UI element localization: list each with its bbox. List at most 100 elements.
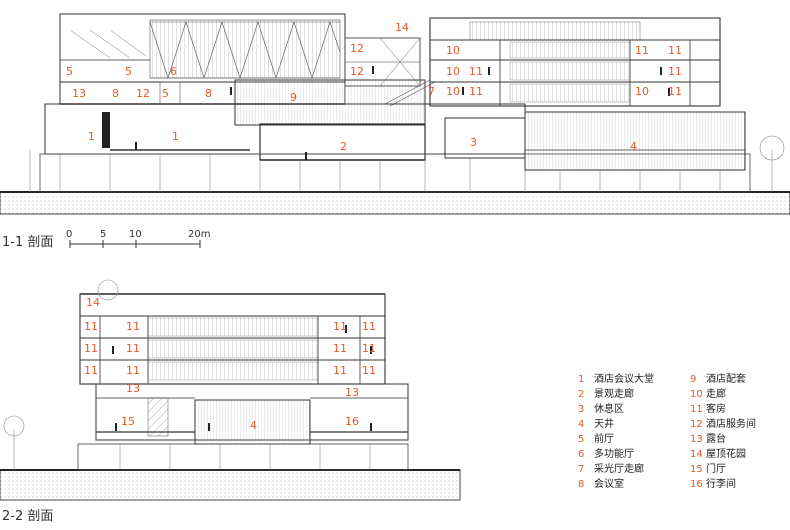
room-label: 14 [86, 296, 100, 309]
legend-number: 6 [578, 449, 585, 460]
legend-label: 休息区 [594, 404, 624, 415]
legend-number: 10 [690, 389, 703, 400]
room-label: 15 [121, 415, 135, 428]
legend-label: 会议室 [594, 479, 624, 490]
section-1-1 [0, 13, 790, 215]
legend-number: 15 [690, 464, 703, 475]
legend-label: 门厅 [706, 464, 726, 475]
legend-label: 采光厅走廊 [594, 464, 644, 475]
legend-number: 2 [578, 389, 585, 400]
room-label: 4 [630, 140, 637, 153]
room-label: 5 [66, 65, 73, 78]
legend-item: 3 休息区 [578, 402, 654, 417]
section-2-2 [0, 279, 461, 501]
room-label: 11 [333, 320, 347, 333]
room-label: 11 [635, 44, 649, 57]
roof-truss [149, 21, 341, 79]
room-label: 9 [290, 91, 297, 104]
legend-number: 3 [578, 404, 585, 415]
legend-label: 景观走廊 [594, 389, 634, 400]
room-label: 11 [126, 342, 140, 355]
room-label: 1 [88, 130, 95, 143]
basement-1-1 [39, 153, 751, 193]
room-label: 11 [126, 364, 140, 377]
room-label: 11 [469, 85, 483, 98]
room-label: 3 [470, 136, 477, 149]
tree-icon [29, 135, 785, 192]
legend-label: 行李间 [706, 479, 736, 490]
legend-number: 12 [690, 419, 703, 430]
room-label: 5 [125, 65, 132, 78]
room-label: 16 [345, 415, 359, 428]
stair-1-1 [384, 79, 436, 107]
legend-number: 5 [578, 434, 585, 445]
scale-bar: 0 5 10 20m [66, 229, 210, 248]
room-label: 7 [428, 85, 435, 98]
section-2-2-labels: 14 11 11 11 11 11 11 11 11 11 11 11 11 1… [84, 296, 376, 432]
legend-number: 7 [578, 464, 585, 475]
legend-item: 2 景观走廊 [578, 387, 654, 402]
room-label: 13 [345, 386, 359, 399]
legend-label: 露台 [706, 434, 726, 445]
room-label: 6 [170, 65, 177, 78]
legend-label: 酒店服务间 [706, 419, 756, 430]
scale-tick-label: 0 [66, 229, 72, 240]
legend-label: 酒店配套 [706, 374, 746, 385]
legend-number: 9 [690, 374, 697, 385]
legend-number: 13 [690, 434, 703, 445]
room-label: 4 [250, 419, 257, 432]
room-label: 13 [72, 87, 86, 100]
ground-slab-2-2 [0, 469, 461, 501]
room-label: 11 [333, 364, 347, 377]
room-label: 11 [362, 342, 376, 355]
room-label: 11 [362, 320, 376, 333]
section-title-2-2: 2-2 剖面 [2, 509, 53, 524]
room-label: 11 [333, 342, 347, 355]
tree-icon [3, 279, 119, 470]
legend-number: 1 [578, 374, 585, 385]
atrium-block-1-1 [524, 111, 746, 171]
room-label: 11 [362, 364, 376, 377]
room-label: 2 [340, 140, 347, 153]
room-label: 10 [635, 85, 649, 98]
room-label: 10 [446, 44, 460, 57]
legend-number: 8 [578, 479, 585, 490]
room-label: 10 [446, 85, 460, 98]
room-label: 11 [469, 65, 483, 78]
section-title-1-1: 1-1 剖面 [2, 235, 53, 250]
legend-number: 11 [690, 404, 703, 415]
person-figures-1-1 [135, 66, 670, 160]
room-label: 11 [668, 65, 682, 78]
legend-label: 屋顶花园 [706, 449, 746, 460]
room-label: 8 [205, 87, 212, 100]
legend-item: 9 酒店配套 [690, 372, 756, 387]
room-label: 13 [126, 382, 140, 395]
room-label: 5 [162, 87, 169, 100]
ground-slab-1-1 [0, 191, 790, 215]
legend-number: 4 [578, 419, 585, 430]
room-label: 11 [126, 320, 140, 333]
room-label: 1 [172, 130, 179, 143]
room-label: 11 [84, 342, 98, 355]
room-label: 11 [668, 85, 682, 98]
room-label: 14 [395, 21, 409, 34]
scale-tick-label: 20m [188, 229, 210, 240]
legend-label: 走廊 [706, 389, 726, 400]
legend-number: 16 [690, 479, 703, 490]
legend-number: 14 [690, 449, 703, 460]
legend-item: 7 采光厅走廊 [578, 462, 654, 477]
central-block-1-1 [234, 79, 426, 126]
legend-item: 8 会议室 [578, 477, 654, 492]
scale-tick-label: 5 [100, 229, 106, 240]
